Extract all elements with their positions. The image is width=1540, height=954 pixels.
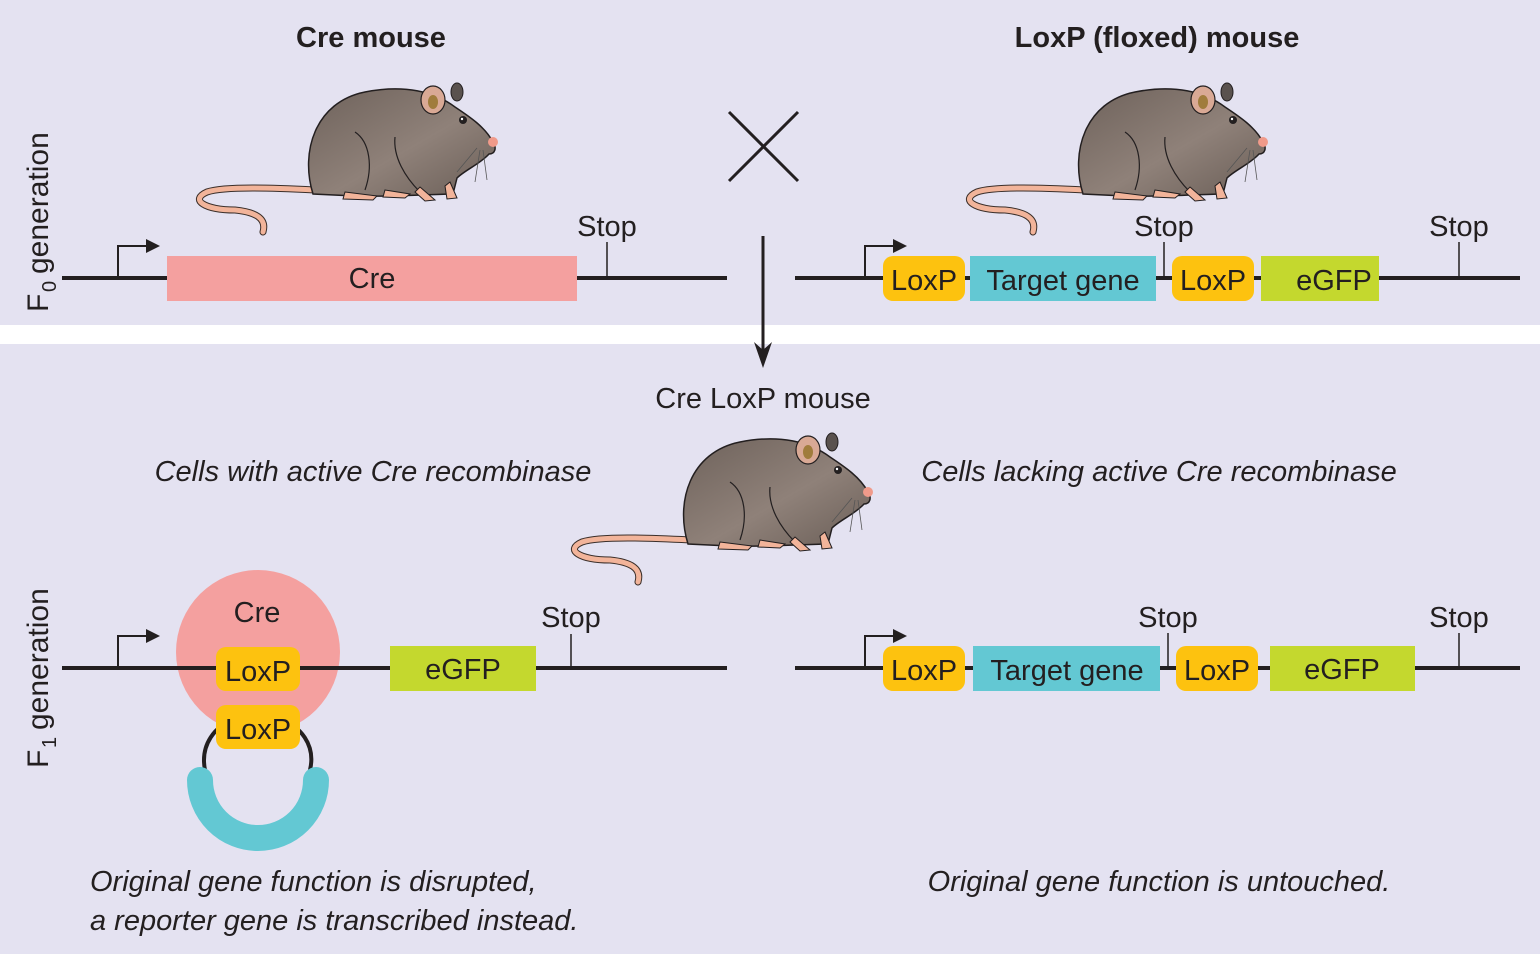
stop-label: Stop	[577, 211, 637, 243]
excised-target-gene	[187, 767, 329, 851]
f1-gen-subscript: 1	[39, 737, 61, 748]
stop-label: Stop	[541, 602, 601, 634]
egfp-label: eGFP	[1296, 265, 1372, 297]
loxp-site-box	[216, 705, 300, 749]
loxp-site-box	[883, 646, 965, 691]
cre-gene-box	[167, 256, 577, 301]
stop-label: Stop	[1429, 211, 1489, 243]
loxp-label: LoxP	[225, 714, 291, 746]
cre-mouse-icon	[199, 83, 498, 232]
loxp-site-box	[883, 256, 965, 301]
promoter-arrow-icon	[117, 628, 161, 669]
cre-mouse-title: Cre mouse	[296, 22, 446, 54]
down-arrow-icon	[754, 236, 772, 368]
stop-label: Stop	[1138, 602, 1198, 634]
egfp-box	[1261, 256, 1379, 301]
f1-gen-letter: F	[22, 750, 55, 768]
egfp-box	[390, 646, 536, 691]
f1-generation-label: F 1 generation	[22, 588, 61, 768]
loxp-label: LoxP	[891, 265, 957, 297]
right-caption: Original gene function is untouched.	[928, 866, 1391, 898]
f0-generation-label: F 0 generation	[22, 132, 61, 312]
loxp-mouse-icon	[969, 83, 1268, 232]
loxp-site-box	[1172, 256, 1254, 301]
egfp-label: eGFP	[1304, 654, 1380, 686]
target-gene-label: Target gene	[990, 655, 1143, 687]
promoter-arrow-icon	[117, 238, 161, 279]
cre-gene-label: Cre	[349, 263, 396, 295]
left-heading: Cells with active Cre recombinase	[155, 456, 592, 488]
target-gene-label: Target gene	[986, 265, 1139, 297]
cross-icon	[727, 110, 800, 183]
loxp-site-box	[216, 647, 300, 691]
offspring-title: Cre LoxP mouse	[655, 383, 870, 415]
f0-gen-subscript: 0	[39, 281, 61, 292]
f1-gen-text: generation	[22, 588, 55, 730]
loxp-label: LoxP	[1184, 655, 1250, 687]
cre-loxp-mouse-icon	[574, 433, 873, 582]
stop-label: Stop	[1429, 602, 1489, 634]
loxp-label: LoxP	[1180, 265, 1246, 297]
left-caption-line2: a reporter gene is transcribed instead.	[90, 905, 578, 937]
right-heading: Cells lacking active Cre recombinase	[921, 456, 1396, 488]
target-gene-box	[970, 256, 1156, 301]
stop-label: Stop	[1134, 211, 1194, 243]
egfp-box	[1270, 646, 1415, 691]
loxp-label: LoxP	[891, 655, 957, 687]
cre-label: Cre	[234, 597, 281, 629]
left-caption-line1: Original gene function is disrupted,	[90, 866, 537, 898]
f0-gen-text: generation	[22, 132, 55, 274]
egfp-label: eGFP	[425, 654, 501, 686]
loxp-site-box	[1176, 646, 1258, 691]
target-gene-box	[973, 646, 1160, 691]
f0-gen-letter: F	[22, 294, 55, 312]
loxp-mouse-title: LoxP (floxed) mouse	[1015, 22, 1300, 54]
loxp-label: LoxP	[225, 656, 291, 688]
